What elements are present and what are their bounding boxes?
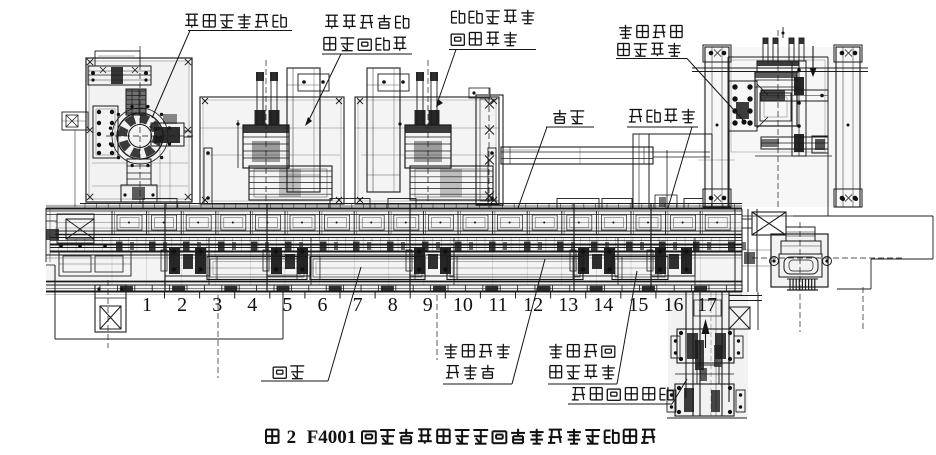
svg-text:5: 5 <box>282 294 292 316</box>
svg-text:9: 9 <box>423 294 433 316</box>
svg-text:11: 11 <box>488 294 507 316</box>
svg-text:17: 17 <box>697 294 717 316</box>
svg-text:13: 13 <box>558 294 578 316</box>
svg-text:F4001: F4001 <box>307 427 357 448</box>
svg-text:2: 2 <box>287 427 297 448</box>
svg-text:7: 7 <box>353 294 363 316</box>
svg-text:4: 4 <box>247 294 257 316</box>
svg-text:16: 16 <box>664 294 684 316</box>
svg-text:6: 6 <box>318 294 328 316</box>
svg-text:8: 8 <box>388 294 398 316</box>
svg-text:1: 1 <box>142 294 152 316</box>
svg-text:10: 10 <box>453 294 473 316</box>
svg-text:15: 15 <box>628 294 648 316</box>
svg-text:3: 3 <box>212 294 222 316</box>
svg-text:14: 14 <box>593 294 613 316</box>
svg-text:2: 2 <box>177 294 187 316</box>
